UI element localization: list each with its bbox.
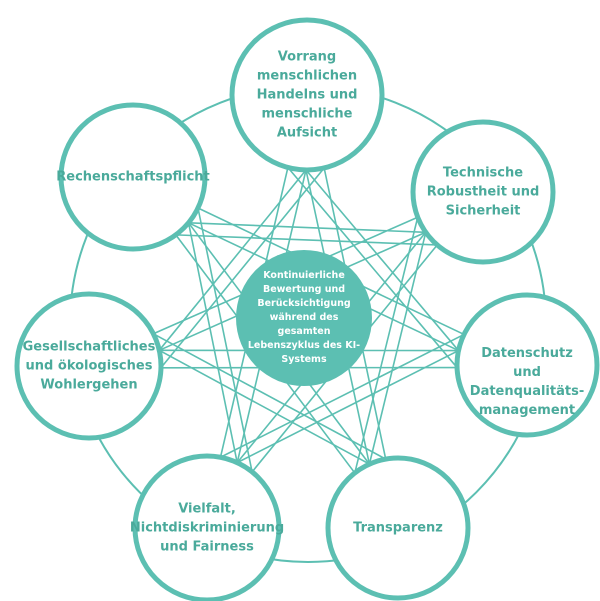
node-label-vorrang: Vorrang menschlichen Handelns und mensch… [256,49,358,141]
center-circle [236,250,372,386]
connector-line [153,333,387,460]
connector-line [354,217,419,474]
connector-line [220,333,465,458]
connector-line [197,207,253,473]
connector-line [160,167,325,369]
node-circle-transparenz [325,455,471,601]
node-label-vielfalt: Vielfalt, Nichtdiskriminierung und Fairn… [129,501,285,555]
node-label-robustheit: Technische Robustheit und Sicherheit [426,165,540,219]
node-circle-vorrang [229,17,385,173]
center-label: Kontinuierliche Bewertung und Berücksich… [247,270,361,365]
connector-line [287,167,458,369]
node-circle-wohlergehen [14,291,164,441]
node-circle-robustheit [410,119,556,265]
node-circle-rechenschaft [58,102,208,252]
node-label-transparenz: Transparenz [353,520,443,536]
node-label-wohlergehen: Gesellschaftliches und ökologisches Wohl… [22,339,156,393]
node-circle-datenschutz [454,292,600,438]
node-label-datenschutz: Datenschutz und Datenqualitäts-managemen… [469,346,585,418]
connector-line [187,222,238,463]
node-circles [14,17,600,601]
connector-line [175,234,438,246]
connector-line [188,222,426,234]
node-label-rechenschaft: Rechenschaftspflicht [56,169,210,185]
connector-line [236,349,459,464]
node-circle-vielfalt [132,453,282,601]
